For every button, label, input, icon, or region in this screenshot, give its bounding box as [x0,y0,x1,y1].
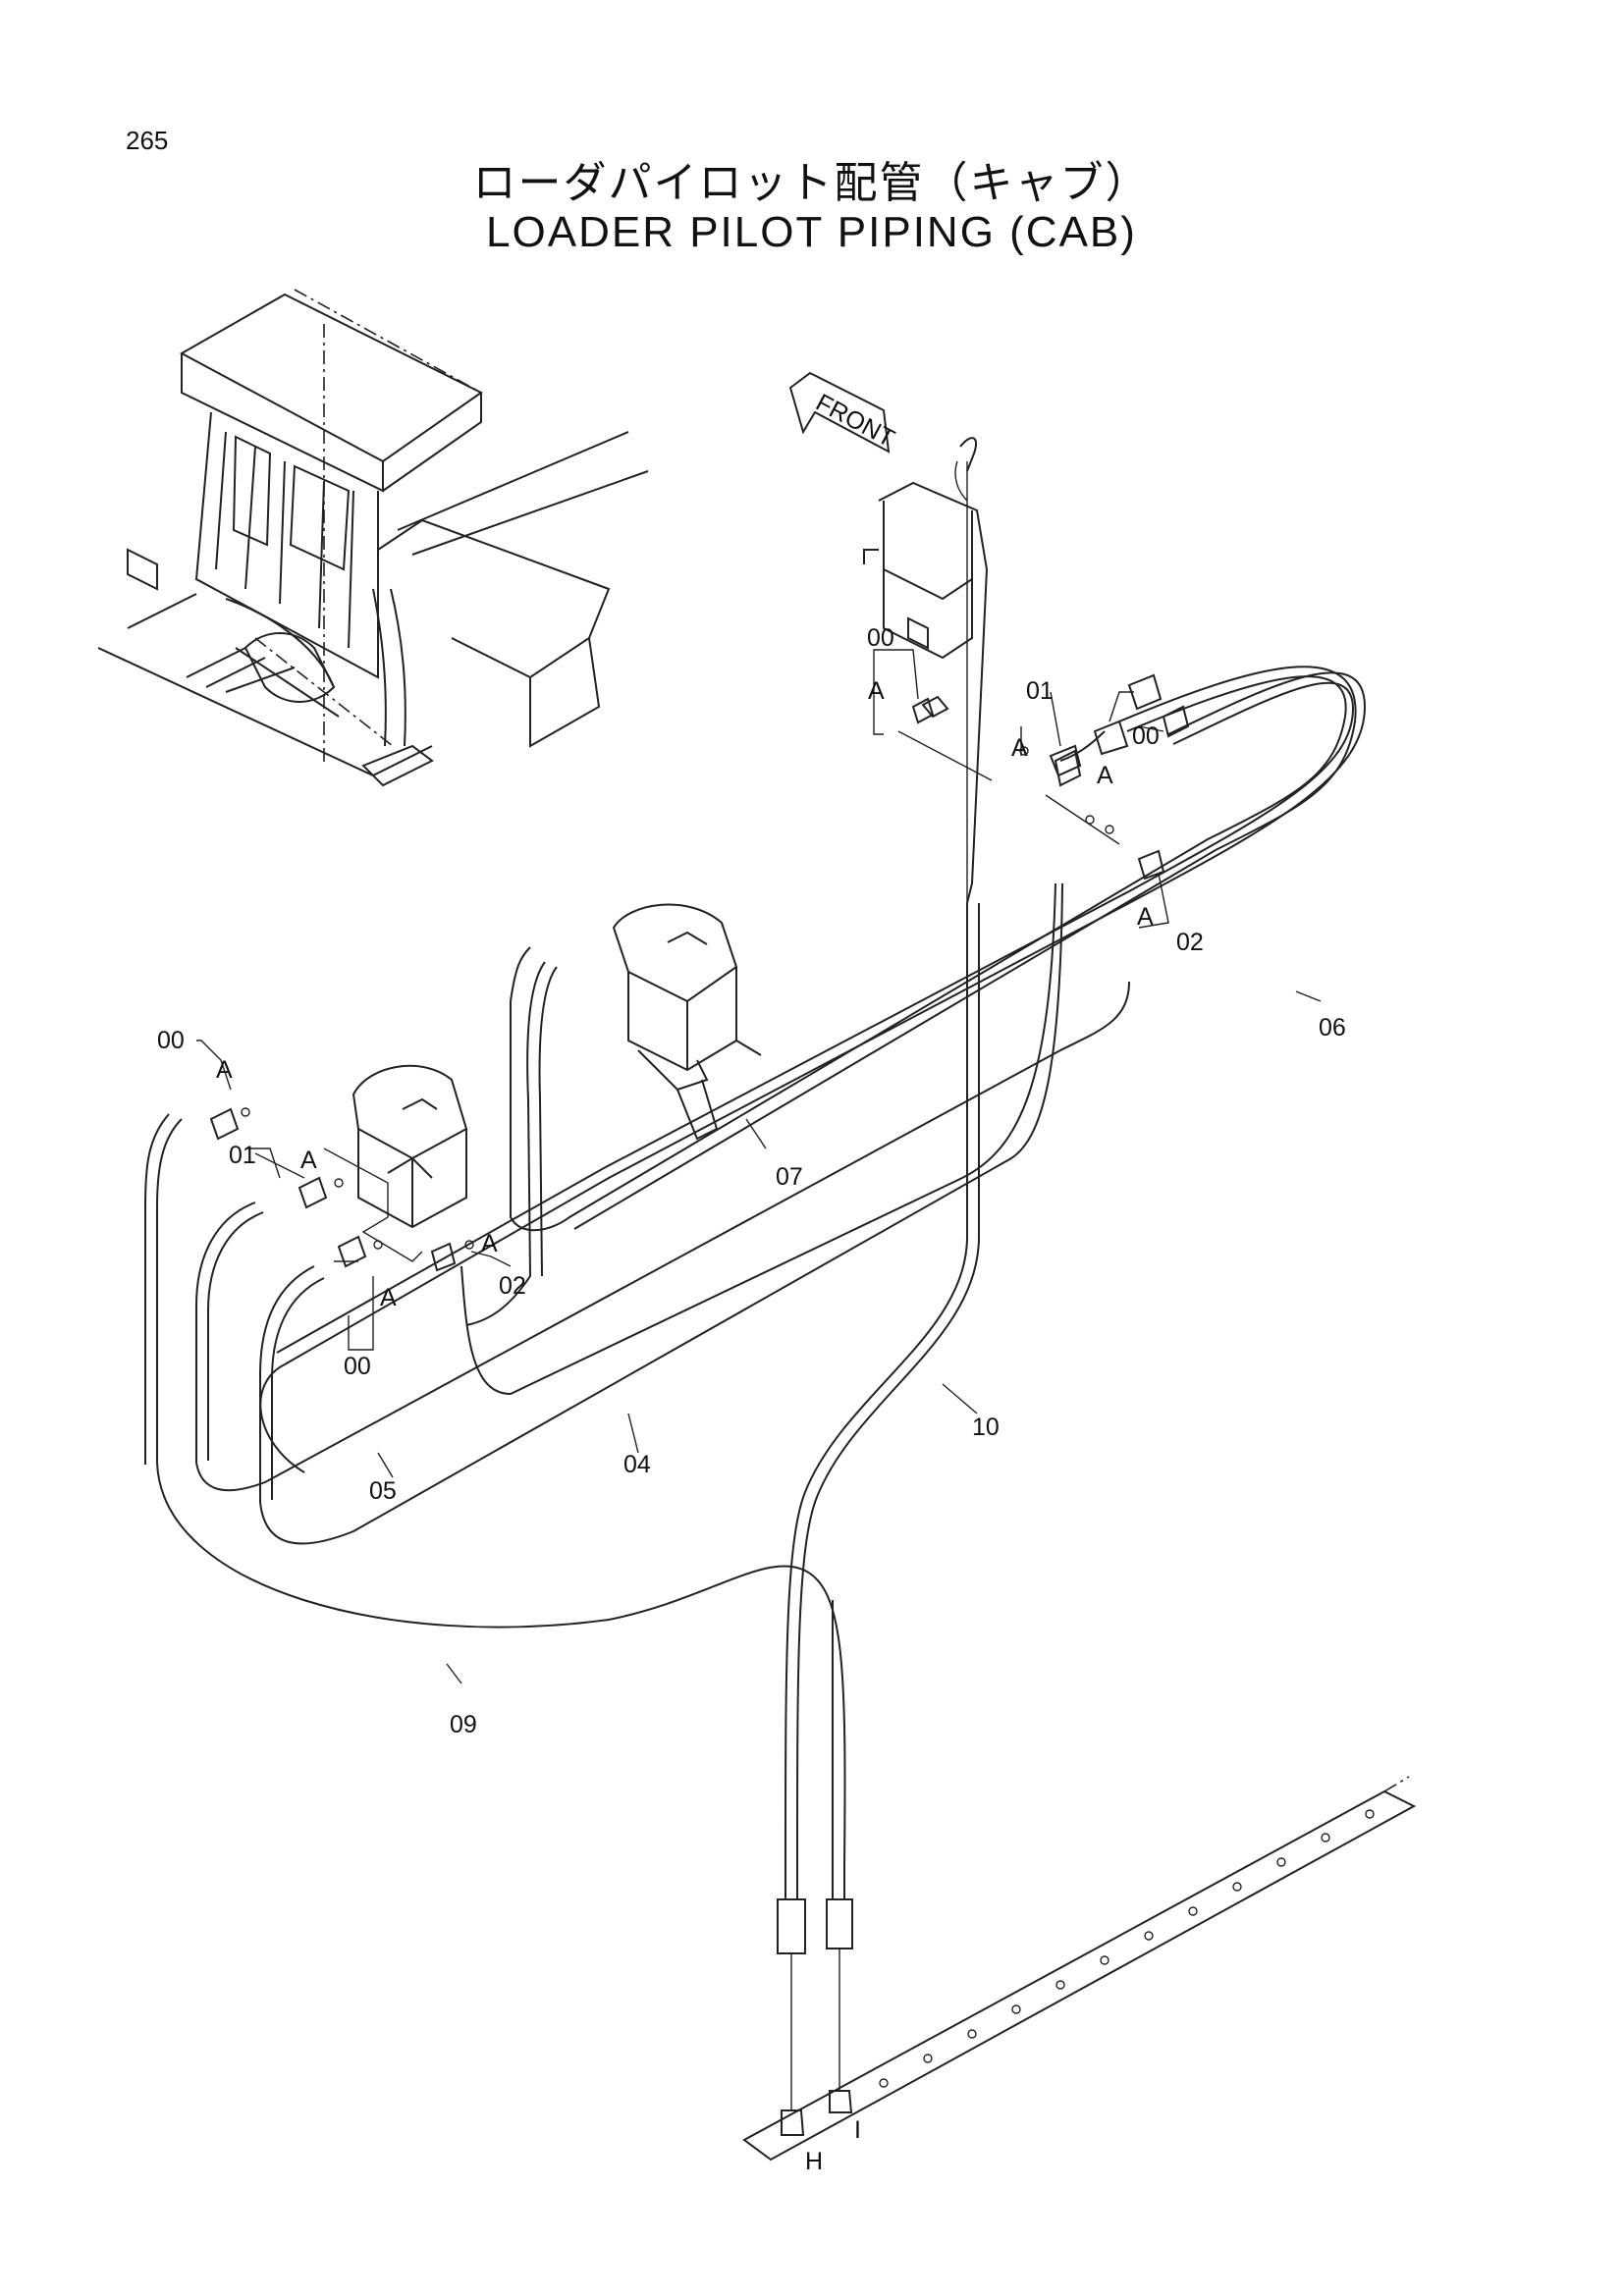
hose-10 [784,903,980,1899]
ref-letter-a: A [1097,762,1113,789]
cab-overview-drawing [97,289,649,787]
callout-00-top: 00 [867,624,894,652]
front-arrow-icon: FRONT [788,371,899,454]
center-pilot-valve [612,903,762,1141]
callout-09: 09 [450,1711,477,1738]
callout-h: H [805,2148,823,2175]
callout-05: 05 [369,1477,397,1505]
callout-02-right: 02 [1176,929,1204,956]
ref-letter-a: A [1011,734,1028,762]
hose-07b-vertical [465,961,558,1326]
callout-02-left: 02 [499,1272,526,1300]
right-pilot-valve [863,437,1082,904]
hose-06 [259,671,1367,1473]
callout-10: 10 [972,1414,1000,1441]
title-english: LOADER PILOT PIPING (CAB) [486,208,1137,256]
callout-leaders [196,649,1322,1684]
callout-04: 04 [623,1451,651,1478]
title-japanese: ローダパイロット配管（キャブ） [472,158,1151,208]
left-valve-fittings [209,1107,474,1272]
page-number: 265 [126,126,169,155]
hose-05 [195,981,1130,1492]
callout-07: 07 [776,1163,803,1191]
callout-01-top: 01 [1026,677,1054,705]
bottom-hose-fittings [777,1898,853,2136]
hose-07 [510,666,1357,1232]
ref-letter-a: A [1137,903,1154,931]
ref-letter-a: A [481,1230,498,1257]
right-valve-fittings [897,673,1190,881]
left-pilot-valve [254,1064,468,1262]
frame-bracket [742,1776,1417,2162]
callout-01-left: 01 [229,1142,256,1169]
ref-letter-a: A [216,1056,233,1084]
callout-06: 06 [1319,1014,1346,1041]
hose-09 [144,1113,846,1899]
ref-letter-a: A [380,1284,397,1311]
callout-00-lower: 00 [344,1353,371,1380]
callout-00-right: 00 [1132,722,1160,750]
ref-letter-a: A [868,677,885,705]
callout-i: I [854,2116,861,2144]
callout-00-left: 00 [157,1027,185,1054]
hose-04 [259,882,1063,1545]
ref-letter-a: A [300,1147,317,1174]
front-label: FRONT [811,389,898,453]
